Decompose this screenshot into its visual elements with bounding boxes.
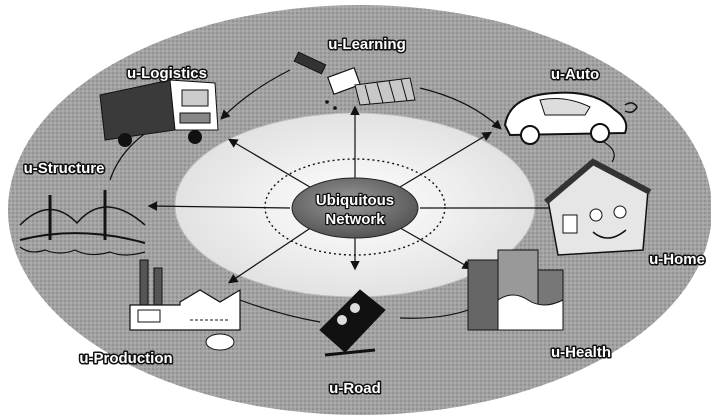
house-icon xyxy=(544,158,652,256)
traffic-light-icon xyxy=(319,289,386,357)
truck-icon xyxy=(99,79,219,147)
car-icon xyxy=(503,91,638,145)
label-u-road: u-Road xyxy=(329,380,381,397)
label-u-production: u-Production xyxy=(79,350,172,367)
label-u-structure: u-Structure xyxy=(24,160,105,177)
label-u-health: u-Health xyxy=(551,344,611,361)
hub-label-line2: Network xyxy=(325,211,385,228)
satellite-icon xyxy=(293,51,416,110)
label-u-home: u-Home xyxy=(649,251,705,268)
label-u-logistics: u-Logistics xyxy=(127,65,207,82)
label-u-auto: u-Auto xyxy=(551,66,599,83)
factory-icon xyxy=(129,259,241,351)
bridge-icon xyxy=(19,190,146,256)
hub-ellipse xyxy=(291,177,419,239)
hospital-icon xyxy=(467,249,564,331)
hub-label-line1: Ubiquitous xyxy=(316,192,394,209)
label-u-learning: u-Learning xyxy=(328,36,406,53)
